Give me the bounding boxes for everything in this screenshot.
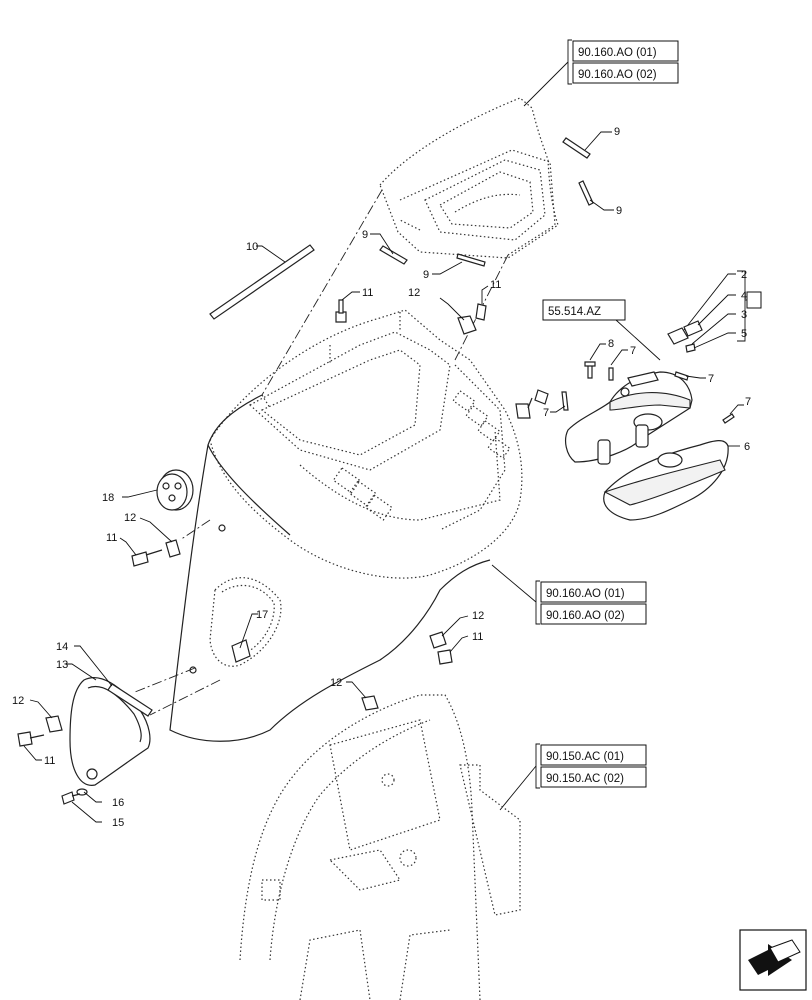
callout-10[interactable]: 10 [246, 241, 258, 253]
storage-box-13 [66, 663, 151, 786]
screw-11-box [17, 731, 45, 761]
lower-frame [239, 694, 521, 1000]
callout-11-d[interactable]: 11 [472, 631, 483, 643]
callout-11-e[interactable]: 11 [44, 755, 55, 767]
callout-15[interactable]: 15 [112, 817, 124, 829]
reference-top-line-2[interactable]: 90.160.AO (02) [578, 69, 657, 81]
switch-housing-lower [603, 440, 740, 521]
clip-12-top [439, 297, 477, 335]
reference-mid-line-2[interactable]: 90.160.AO (02) [546, 610, 625, 622]
reference-top-line-1[interactable]: 90.160.AO (01) [578, 47, 657, 59]
callout-9-a[interactable]: 9 [614, 126, 620, 138]
screw-11-top [335, 291, 360, 323]
callout-18[interactable]: 18 [102, 492, 114, 504]
callout-11-b[interactable]: 11 [490, 279, 501, 291]
callout-17[interactable]: 17 [256, 609, 268, 621]
reference-low[interactable]: 90.150.AC (01) 90.150.AC (02) [499, 743, 647, 811]
screw-11-left [119, 537, 163, 567]
callout-12-a[interactable]: 12 [408, 287, 420, 299]
switch-button-2 [667, 273, 736, 345]
washer-16 [76, 788, 102, 803]
switch-part-3 [691, 313, 736, 345]
roof-console-panel [379, 97, 559, 259]
callout-16[interactable]: 16 [112, 797, 124, 809]
side-trim-panel [169, 394, 491, 742]
callout-7-a[interactable]: 7 [630, 345, 636, 357]
screw-7-b [674, 371, 706, 381]
screw-7-d [722, 404, 744, 424]
callout-5[interactable]: 5 [741, 328, 747, 340]
reference-mid-line-1[interactable]: 90.160.AO (01) [546, 588, 625, 600]
clip-12-right [429, 615, 469, 649]
trim-strip-10 [209, 244, 315, 320]
callout-labels: 1 2 4 3 5 6 7 7 7 7 8 9 9 9 9 10 11 11 1… [12, 126, 762, 829]
screw-7-c [550, 391, 569, 413]
grommet-plug-18 [122, 469, 194, 511]
dashboard-panel [209, 309, 523, 579]
callout-3[interactable]: 3 [741, 309, 747, 321]
switch-button-4 [683, 294, 736, 337]
clip-12-box [29, 699, 63, 733]
callout-9-c[interactable]: 9 [362, 229, 368, 241]
callout-1-box [746, 291, 762, 309]
callout-4[interactable]: 4 [741, 290, 747, 302]
screw-8 [584, 343, 606, 379]
trim-strip-9-d [432, 253, 486, 275]
reference-switch[interactable]: 55.514.AZ [542, 299, 661, 361]
callout-8[interactable]: 8 [608, 338, 614, 350]
screw-15 [61, 791, 102, 823]
callout-13[interactable]: 13 [56, 659, 68, 671]
trim-strip-9-c [370, 233, 408, 265]
clip-12-left [139, 517, 181, 558]
screw-11-mid [527, 389, 549, 409]
callout-7-b[interactable]: 7 [708, 373, 714, 385]
bracket-17 [231, 613, 258, 663]
projection-lines [134, 189, 509, 716]
callout-9-b[interactable]: 9 [616, 205, 622, 217]
callout-11-c[interactable]: 11 [106, 532, 117, 544]
reference-low-line-2[interactable]: 90.150.AC (02) [546, 773, 624, 785]
callout-14[interactable]: 14 [56, 641, 68, 653]
callout-2[interactable]: 2 [741, 269, 747, 281]
callout-12-e[interactable]: 12 [12, 695, 24, 707]
reference-top[interactable]: 90.160.AO (01) 90.160.AO (02) [523, 39, 679, 107]
screw-11-right [437, 635, 469, 665]
screw-7-a [608, 349, 628, 381]
trim-strip-9-b [578, 180, 614, 211]
callout-12-d[interactable]: 12 [330, 677, 342, 689]
reference-mid[interactable]: 90.160.AO (01) 90.160.AO (02) [491, 564, 647, 625]
switch-part-5 [685, 332, 736, 353]
switch-housing-upper [565, 371, 693, 465]
callout-7-c[interactable]: 7 [543, 407, 549, 419]
callout-12-b[interactable]: 12 [124, 512, 136, 524]
next-page-arrow-icon[interactable] [739, 929, 807, 991]
callout-7-d[interactable]: 7 [745, 396, 751, 408]
bracket-1 [737, 270, 746, 342]
callout-6[interactable]: 6 [744, 441, 750, 453]
strip-14 [74, 645, 153, 717]
callout-11-a[interactable]: 11 [362, 287, 373, 299]
reference-low-line-1[interactable]: 90.150.AC (01) [546, 751, 624, 763]
trim-strip-9-a [562, 131, 612, 159]
clip-12-mid [515, 403, 531, 419]
clip-12-bottom [346, 681, 379, 711]
reference-switch-label[interactable]: 55.514.AZ [548, 306, 601, 318]
callout-9-d[interactable]: 9 [423, 269, 429, 281]
screw-11-top-right [475, 285, 489, 321]
callout-12-c[interactable]: 12 [472, 610, 484, 622]
